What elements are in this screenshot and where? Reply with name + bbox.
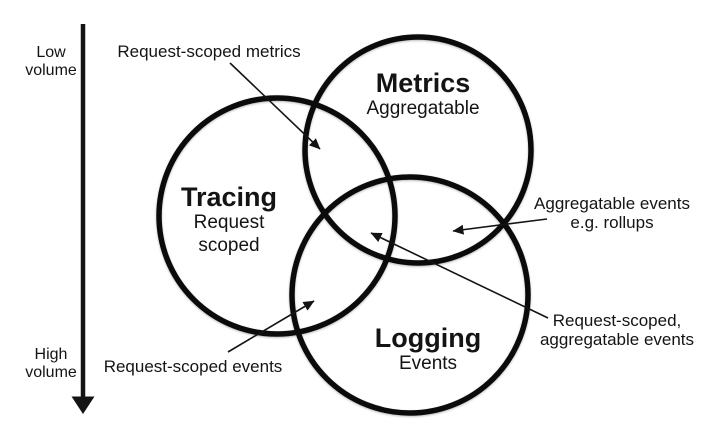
aggregatable-events-line2: e.g. rollups [570, 213, 654, 232]
high-volume-line1: High [34, 346, 68, 363]
high-volume-line2: volume [25, 363, 77, 381]
low-volume-label: Low volume [25, 44, 77, 79]
metrics-label: Metrics Aggregatable [366, 69, 479, 120]
volume-axis-arrowhead-icon [71, 396, 95, 414]
tracing-subtitle-line2: scoped [198, 235, 260, 256]
request-scoped-aggregatable-line1: Request-scoped, [552, 311, 682, 330]
tracing-title: Tracing [180, 182, 278, 212]
request-scoped-aggregatable-arrow [370, 232, 549, 319]
metrics-subtitle: Aggregatable [366, 98, 480, 119]
metrics-title: Metrics [375, 68, 471, 98]
request-scoped-events-arrow [227, 300, 315, 353]
volume-axis-arrow [71, 24, 95, 414]
request-scoped-metrics-arrow [229, 62, 321, 150]
logging-title: Logging [374, 323, 482, 353]
aggregatable-events-line1: Aggregatable events [534, 194, 690, 213]
tracing-label: Tracing Request scoped [181, 183, 277, 257]
request-scoped-aggregatable-label: Request-scoped, aggregatable events [540, 311, 694, 349]
logging-circle [289, 174, 531, 416]
aggregatable-events-arrow [452, 218, 548, 235]
logging-label: Logging Events [375, 324, 481, 375]
high-volume-label: High volume [25, 346, 77, 381]
aggregatable-events-label: Aggregatable events e.g. rollups [534, 194, 690, 232]
tracing-circle [156, 95, 398, 337]
metrics-circle [302, 34, 534, 266]
request-scoped-metrics-label: Request-scoped metrics [117, 42, 301, 61]
low-volume-line1: Low [36, 44, 66, 61]
request-scoped-aggregatable-line2: aggregatable events [539, 330, 695, 349]
request-scoped-events-label: Request-scoped events [103, 357, 283, 376]
low-volume-line2: volume [25, 61, 77, 79]
tracing-subtitle-line1: Request [193, 212, 265, 233]
logging-subtitle: Events [398, 353, 458, 374]
